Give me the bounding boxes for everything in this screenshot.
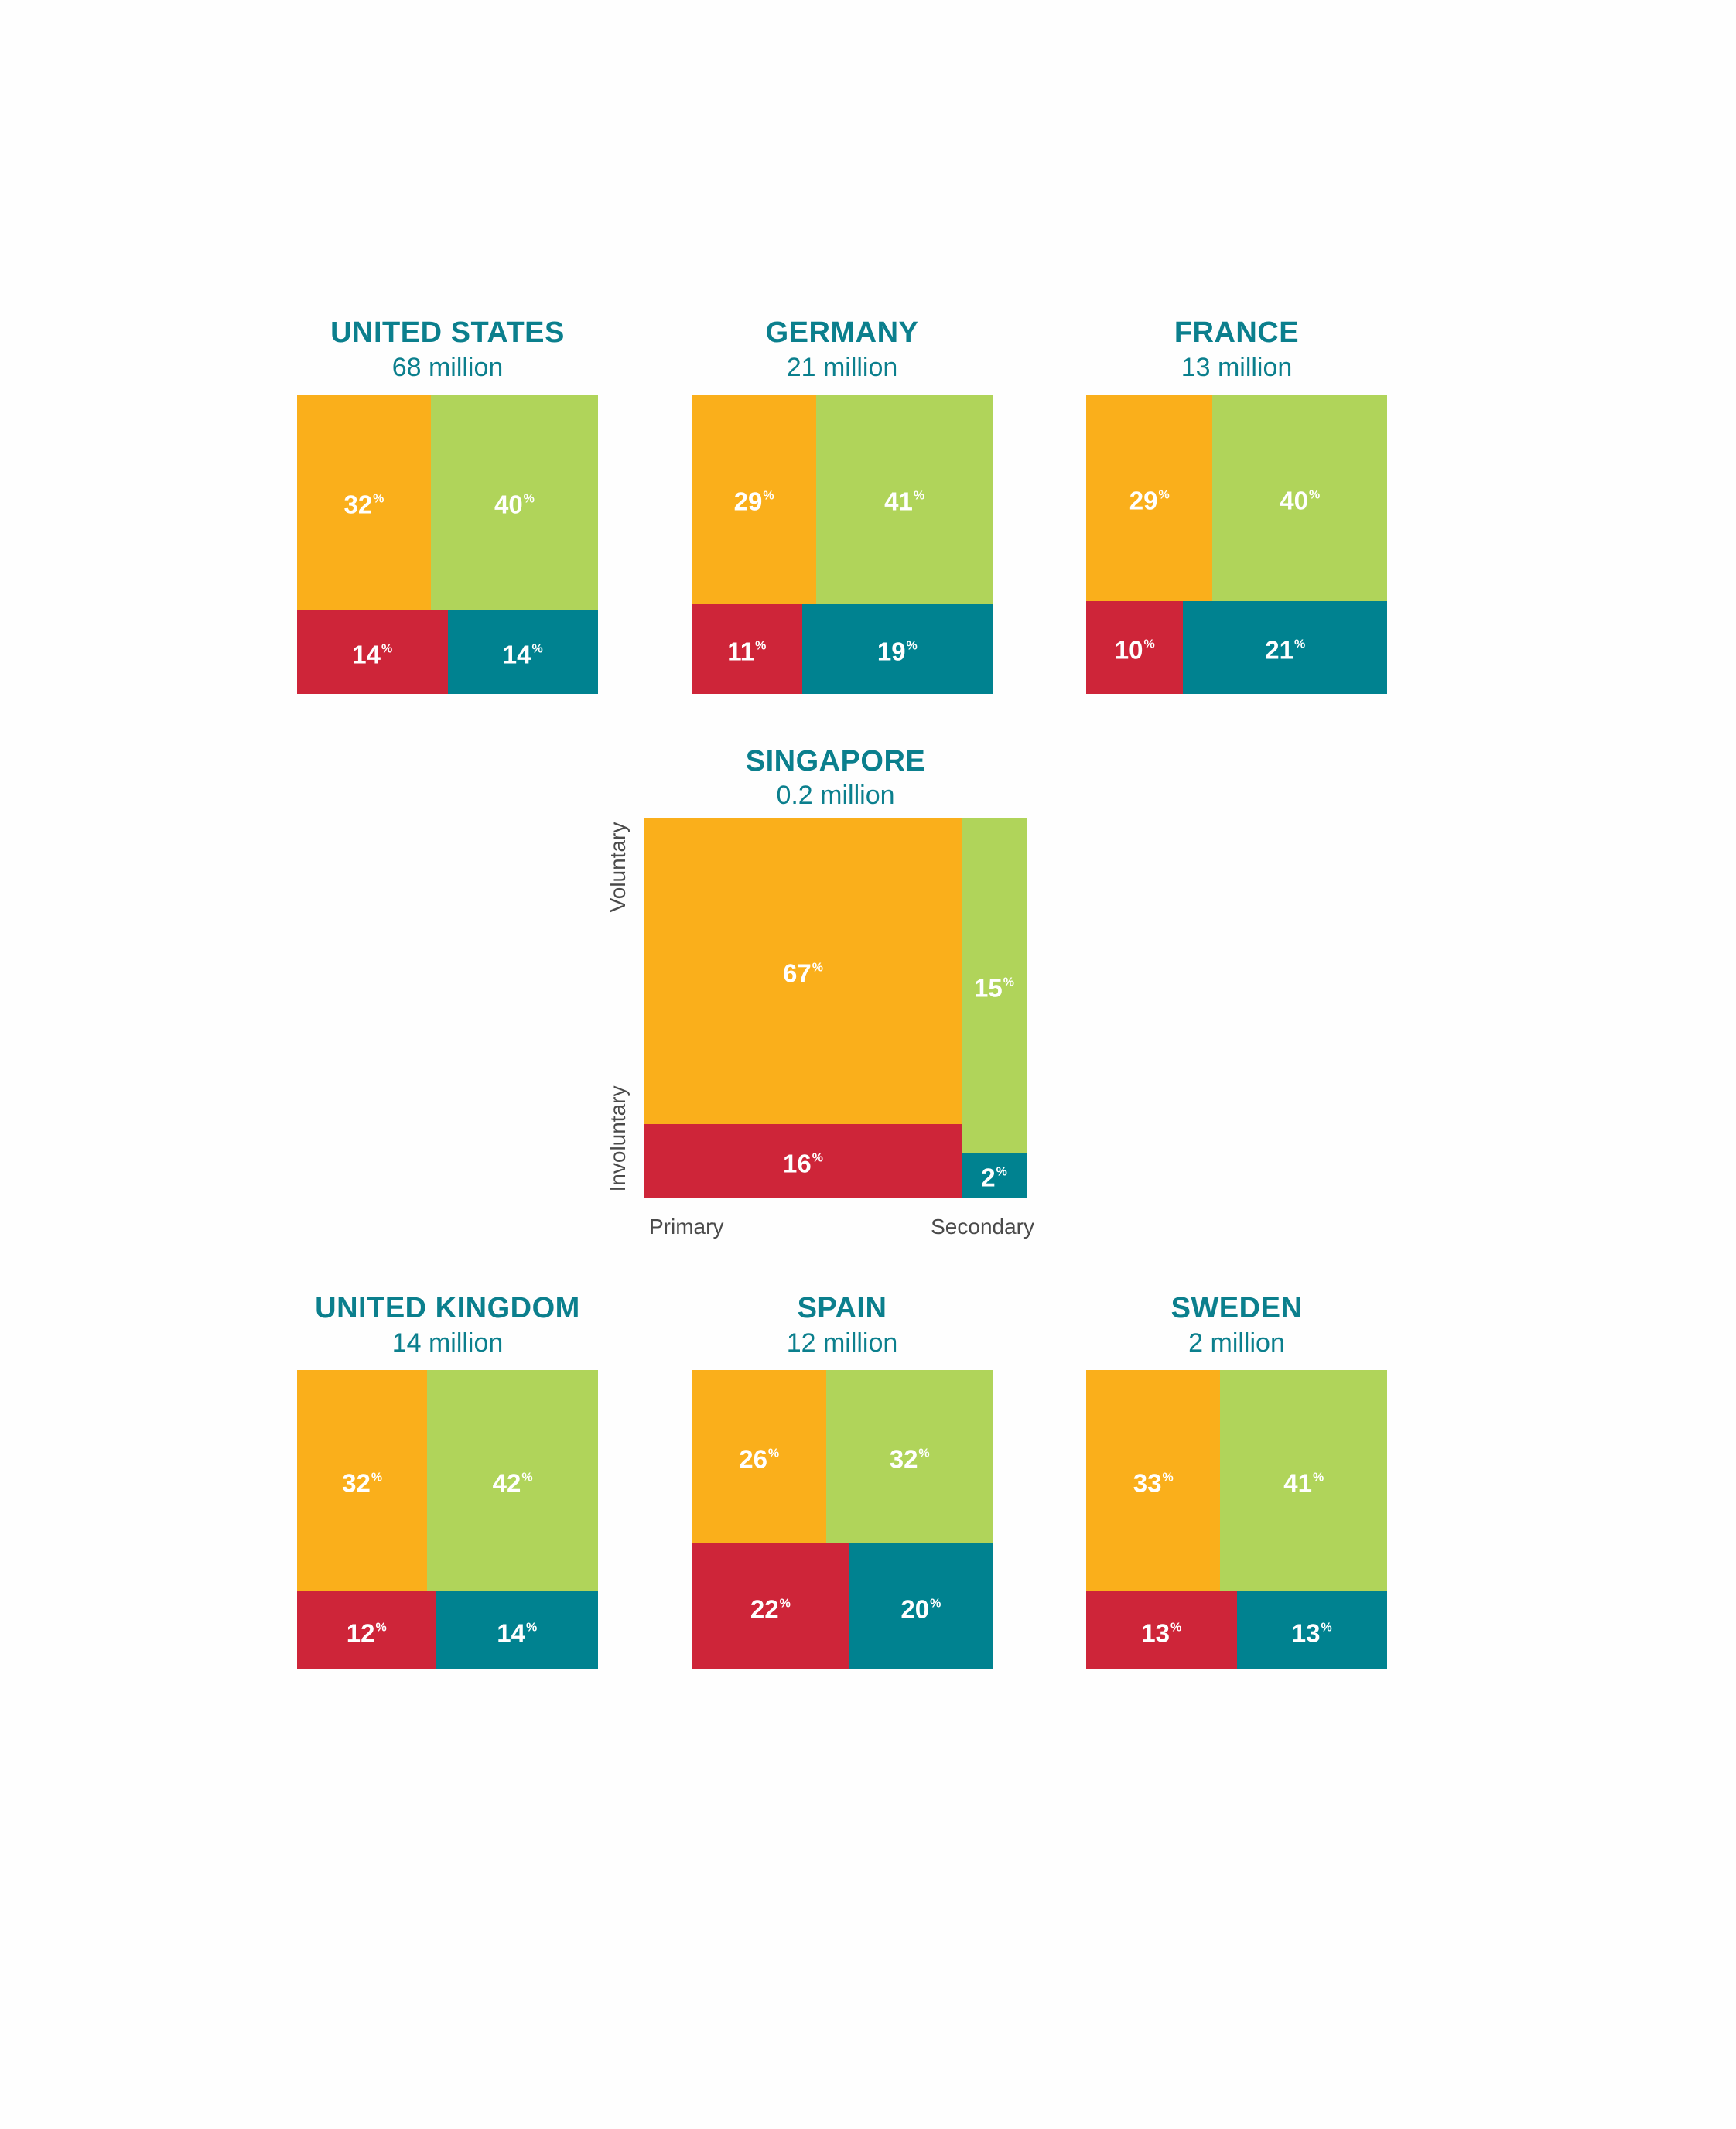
spain-label-involuntary-secondary: 20%: [900, 1594, 941, 1624]
singapore-cell-involuntary-primary: [644, 1124, 962, 1198]
united-kingdom-title: UNITED KINGDOM: [315, 1292, 580, 1324]
germany-label-involuntary-primary: 11%: [727, 637, 767, 666]
united-states-label-involuntary-secondary: 14%: [502, 640, 543, 669]
germany-title: GERMANY: [765, 316, 919, 349]
france-cell-voluntary-primary: [1086, 395, 1213, 602]
united-states-label-involuntary-primary: 14%: [352, 640, 393, 669]
axis-label-voluntary: Voluntary: [606, 822, 630, 913]
united-kingdom-label-involuntary-secondary: 14%: [497, 1618, 538, 1648]
france-cell-involuntary-secondary: [1183, 601, 1387, 694]
france-title: FRANCE: [1174, 316, 1300, 349]
united-states-cell-involuntary-primary: [297, 610, 448, 694]
singapore-cell-voluntary-primary: [644, 818, 962, 1125]
singapore-cell-involuntary-secondary: [962, 1153, 1027, 1198]
spain-label-voluntary-secondary: 32%: [889, 1444, 930, 1474]
united-kingdom-label-voluntary-primary: 32%: [342, 1468, 383, 1498]
singapore-label-voluntary-primary: 67%: [783, 959, 823, 988]
united-states-title: UNITED STATES: [330, 316, 565, 349]
germany-subtitle: 21 million: [786, 353, 898, 382]
spain-subtitle: 12 million: [786, 1328, 898, 1358]
sweden-label-involuntary-primary: 13%: [1141, 1618, 1182, 1648]
sweden-title: SWEDEN: [1170, 1292, 1303, 1324]
germany-cell-voluntary-primary: [692, 395, 817, 604]
united-kingdom-cell-involuntary-primary: [297, 1591, 436, 1669]
spain-cell-voluntary-secondary: [826, 1370, 993, 1544]
sweden-subtitle: 2 million: [1188, 1328, 1285, 1358]
united-states-label-voluntary-primary: 32%: [343, 490, 384, 519]
singapore-cell-voluntary-secondary: [962, 818, 1027, 1153]
united-states-cell-involuntary-secondary: [447, 610, 598, 694]
united-kingdom-label-involuntary-primary: 12%: [346, 1618, 387, 1648]
singapore-label-involuntary-primary: 16%: [783, 1149, 823, 1178]
germany-cell-voluntary-secondary: [816, 395, 993, 604]
sweden-label-voluntary-secondary: 41%: [1283, 1468, 1324, 1498]
spain-title: SPAIN: [797, 1292, 887, 1324]
axis-label-primary: Primary: [649, 1215, 724, 1239]
united-states-cell-voluntary-primary: [297, 395, 431, 610]
united-kingdom-subtitle: 14 million: [391, 1328, 504, 1358]
france-label-voluntary-secondary: 40%: [1280, 486, 1321, 514]
axis-label-involuntary: Involuntary: [606, 1085, 630, 1192]
germany-cell-involuntary-primary: [692, 603, 802, 694]
singapore-label-voluntary-secondary: 15%: [974, 973, 1014, 1003]
sweden-cell-involuntary-secondary: [1236, 1591, 1387, 1669]
united-kingdom-cell-involuntary-secondary: [436, 1591, 598, 1669]
sweden-label-involuntary-secondary: 13%: [1291, 1618, 1332, 1648]
spain-label-involuntary-primary: 22%: [750, 1594, 791, 1624]
singapore-subtitle: 0.2 million: [776, 781, 895, 810]
united-kingdom-label-voluntary-secondary: 42%: [492, 1468, 533, 1498]
france-label-voluntary-primary: 29%: [1129, 486, 1170, 514]
sweden-cell-voluntary-secondary: [1220, 1370, 1387, 1592]
spain-label-voluntary-primary: 26%: [739, 1444, 780, 1474]
united-states-subtitle: 68 million: [391, 353, 504, 382]
france-cell-voluntary-secondary: [1212, 395, 1387, 602]
france-label-involuntary-primary: 10%: [1114, 635, 1155, 665]
spain-cell-involuntary-primary: [692, 1543, 849, 1669]
germany-label-voluntary-secondary: 41%: [884, 487, 925, 516]
singapore-label-involuntary-secondary: 2%: [981, 1163, 1007, 1192]
germany-cell-involuntary-secondary: [801, 603, 993, 694]
united-states-label-voluntary-secondary: 40%: [494, 490, 535, 519]
germany-label-voluntary-primary: 29%: [733, 487, 774, 516]
france-label-involuntary-secondary: 21%: [1265, 635, 1306, 665]
united-states-cell-voluntary-secondary: [430, 395, 598, 610]
sweden-cell-involuntary-primary: [1086, 1591, 1237, 1669]
germany-label-involuntary-secondary: 19%: [877, 637, 918, 666]
sweden-cell-voluntary-primary: [1086, 1370, 1221, 1592]
france-subtitle: 13 million: [1181, 353, 1293, 382]
axis-label-secondary: Secondary: [931, 1215, 1034, 1239]
united-kingdom-cell-voluntary-secondary: [427, 1370, 598, 1592]
singapore-title: SINGAPORE: [745, 745, 926, 777]
france-cell-involuntary-primary: [1086, 601, 1184, 694]
united-kingdom-cell-voluntary-primary: [297, 1370, 428, 1592]
spain-cell-involuntary-secondary: [849, 1543, 993, 1669]
sweden-label-voluntary-primary: 33%: [1133, 1468, 1174, 1498]
spain-cell-voluntary-primary: [692, 1370, 827, 1544]
